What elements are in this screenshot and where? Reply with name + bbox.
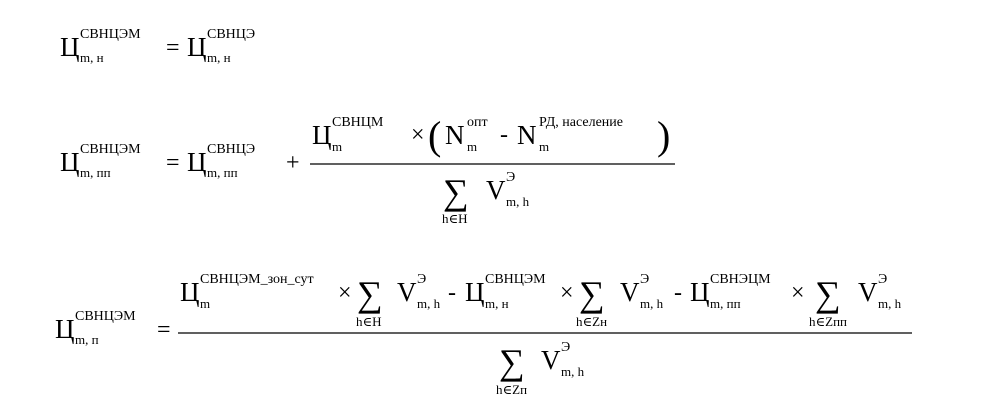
eq3-num-s2-v-base: V xyxy=(620,277,640,307)
eq2-num-minus: - xyxy=(500,122,508,148)
eq3-num-c2-base: Ц xyxy=(465,277,485,307)
eq3-num-c1-sub: m xyxy=(200,296,210,311)
eq1-lhs-sup: СВНЦЭМ xyxy=(80,27,141,42)
eq2-term1-sup: СВНЦЭ xyxy=(207,142,255,157)
eq2-num-n2-sup: РД, население xyxy=(539,115,623,130)
eq2-equals: = xyxy=(166,150,180,176)
eq3-den-v-sup: Э xyxy=(561,340,570,355)
eq3-num-c3-base: Ц xyxy=(690,277,710,307)
eq2-den-v-sub: m, h xyxy=(506,194,530,209)
eq3-num-times2: × xyxy=(560,280,574,306)
eq3-den-sum-sub: h∈Zп xyxy=(496,382,527,397)
eq3-num-minus1: - xyxy=(448,280,456,306)
eq3-num-s2-sum: ∑ xyxy=(579,274,605,314)
eq2-den-sum: ∑ xyxy=(443,172,469,212)
eq3-num-s1-sum: ∑ xyxy=(357,274,383,314)
eq3-lhs-base: Ц xyxy=(55,314,75,344)
eq2-den-v-sup: Э xyxy=(506,170,515,185)
eq3-num-s3-sum-sub: h∈Zпп xyxy=(809,314,847,329)
eq1-equals: = xyxy=(166,35,180,61)
eq2-num-n1-sup: опт xyxy=(467,115,488,130)
eq3-num-s1-sum-sub: h∈H xyxy=(356,314,382,329)
equation-3: Ц СВНЦЭМ m, п = Ц СВНЦЭМ_зон_сут m × ∑ h… xyxy=(55,272,912,397)
eq2-num-c-sub: m xyxy=(332,139,342,154)
eq3-lhs-sub: m, п xyxy=(75,332,99,347)
eq3-num-s1-v-sup: Э xyxy=(417,272,426,287)
eq3-den-v-base: V xyxy=(541,345,561,375)
eq3-num-s3-v-base: V xyxy=(858,277,878,307)
eq1-rhs-sub: m, н xyxy=(207,50,231,65)
eq2-num-n2-base: N xyxy=(517,120,537,150)
eq1-rhs-sup: СВНЦЭ xyxy=(207,27,255,42)
eq2-num-times: × xyxy=(411,122,425,148)
eq2-num-c-sup: СВНЦМ xyxy=(332,115,384,130)
eq2-num-rparen: ) xyxy=(657,113,670,158)
eq2-den-sum-sub: h∈H xyxy=(442,211,468,226)
eq3-lhs-sup: СВНЦЭМ xyxy=(75,309,136,324)
equation-1: Ц СВНЦЭМ m, н = Ц СВНЦЭ m, н xyxy=(60,27,255,65)
equation-2: Ц СВНЦЭМ m, пп = Ц СВНЦЭ m, пп + Ц СВНЦМ… xyxy=(60,113,675,226)
eq3-num-times1: × xyxy=(338,280,352,306)
eq3-num-s1-v-base: V xyxy=(397,277,417,307)
eq3-num-c1-sup: СВНЦЭМ_зон_сут xyxy=(200,272,314,287)
eq3-num-c3-sup: СВНЭЦМ xyxy=(710,272,771,287)
eq3-num-s2-v-sup: Э xyxy=(640,272,649,287)
eq3-num-c2-sub: m, н xyxy=(485,296,509,311)
eq2-lhs-base: Ц xyxy=(60,147,80,177)
eq3-num-c1-base: Ц xyxy=(180,277,200,307)
eq2-term1-base: Ц xyxy=(187,147,207,177)
eq2-num-n1-base: N xyxy=(445,120,465,150)
eq2-num-n1-sub: m xyxy=(467,139,477,154)
eq3-num-s3-v-sub: m, h xyxy=(878,296,902,311)
eq2-plus: + xyxy=(286,150,300,176)
eq2-term1-sub: m, пп xyxy=(207,165,238,180)
eq3-num-s2-sum-sub: h∈Zн xyxy=(576,314,607,329)
eq2-num-n2-sub: m xyxy=(539,139,549,154)
eq2-num-lparen: ( xyxy=(428,113,441,158)
eq3-num-c3-sub: m, пп xyxy=(710,296,741,311)
eq1-lhs-sub: m, н xyxy=(80,50,104,65)
eq3-num-s3-sum: ∑ xyxy=(815,274,841,314)
eq3-num-times3: × xyxy=(791,280,805,306)
eq3-num-minus2: - xyxy=(674,280,682,306)
eq3-num-s1-v-sub: m, h xyxy=(417,296,441,311)
eq2-den-v-base: V xyxy=(486,175,506,205)
eq2-lhs-sup: СВНЦЭМ xyxy=(80,142,141,157)
eq3-num-s2-v-sub: m, h xyxy=(640,296,664,311)
eq2-num-c-base: Ц xyxy=(312,120,332,150)
eq3-den-v-sub: m, h xyxy=(561,364,585,379)
eq1-rhs-base: Ц xyxy=(187,32,207,62)
eq3-num-c2-sup: СВНЦЭМ xyxy=(485,272,546,287)
eq2-lhs-sub: m, пп xyxy=(80,165,111,180)
eq3-num-s3-v-sup: Э xyxy=(878,272,887,287)
eq3-den-sum: ∑ xyxy=(499,342,525,382)
eq3-equals: = xyxy=(157,317,171,343)
eq1-lhs-base: Ц xyxy=(60,32,80,62)
